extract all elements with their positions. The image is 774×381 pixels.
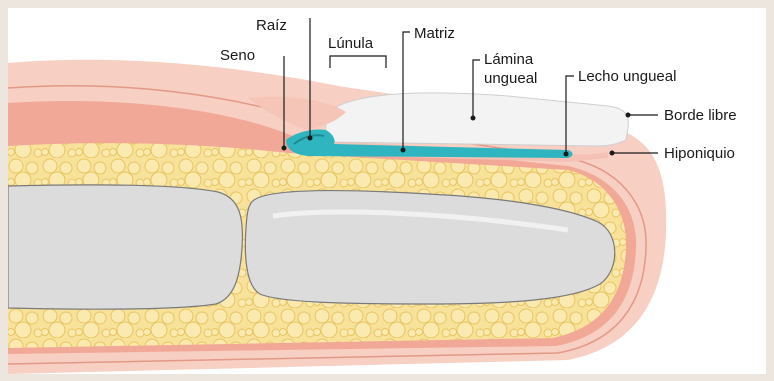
label-seno: Seno — [220, 47, 255, 64]
seno-dot — [282, 146, 287, 151]
matriz-dot — [401, 148, 406, 153]
label-borde: Borde libre — [664, 107, 737, 124]
label-lunula: Lúnula — [328, 35, 374, 52]
raiz-dot — [308, 136, 313, 141]
borde-dot — [626, 113, 631, 118]
lunula-bracket — [330, 56, 386, 68]
label-raiz: Raíz — [256, 17, 287, 34]
label-hiponiquio: Hiponiquio — [664, 145, 735, 162]
label-matriz: Matriz — [414, 25, 455, 42]
label-lamina-1: Lámina — [484, 51, 534, 68]
diagram-frame: Raíz Seno Lúnula Matriz Lámina ungueal L… — [8, 8, 766, 374]
nail-plate — [326, 93, 629, 146]
lecho-dot — [564, 152, 569, 157]
lamina-dot — [471, 116, 476, 121]
hiponiquio-dot — [610, 151, 615, 156]
bone-proximal — [8, 185, 242, 309]
label-lecho: Lecho ungueal — [578, 68, 676, 85]
nail-anatomy-diagram: Raíz Seno Lúnula Matriz Lámina ungueal L… — [8, 8, 766, 374]
label-lamina-2: ungueal — [484, 70, 537, 87]
